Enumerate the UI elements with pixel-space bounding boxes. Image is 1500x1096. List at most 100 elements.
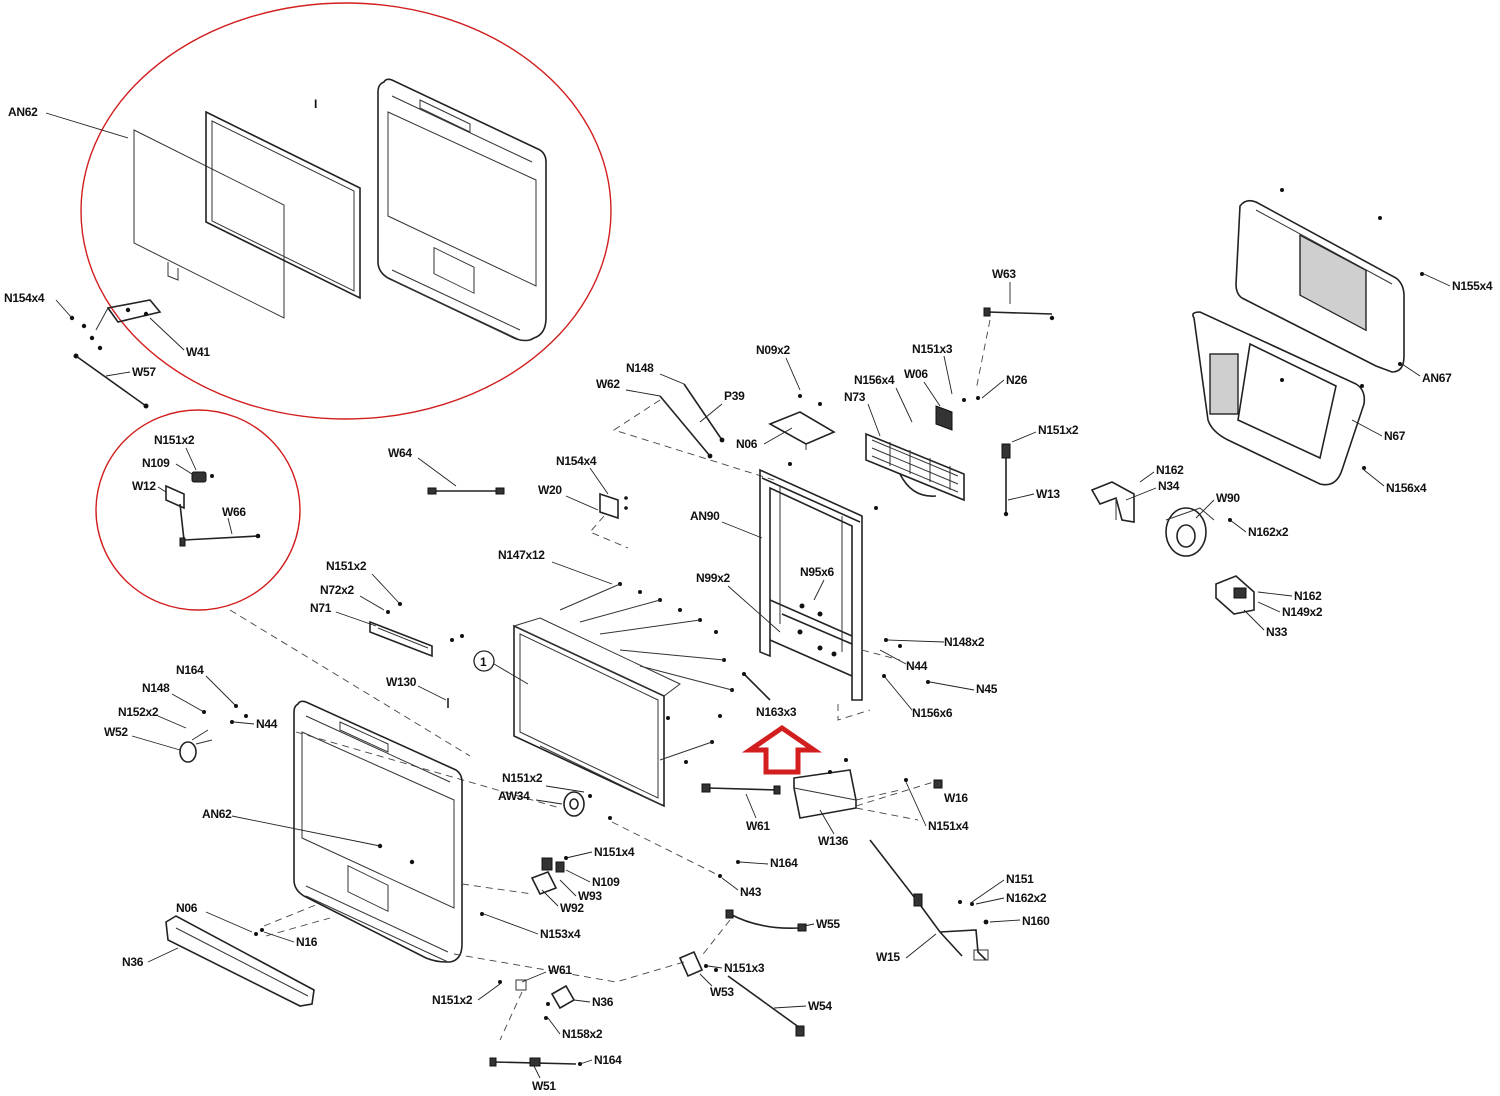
trim-bar-n36 xyxy=(165,915,315,1007)
label-n151x2-b: N151x2 xyxy=(1038,423,1079,437)
label-an62-bottom: AN62 xyxy=(202,807,232,821)
board-w136 xyxy=(793,758,857,819)
cable-w13 xyxy=(1001,443,1011,517)
callout-1: 1 xyxy=(473,650,529,685)
label-an90: AN90 xyxy=(690,509,720,523)
label-w54: W54 xyxy=(808,999,832,1013)
label-n33: N33 xyxy=(1266,625,1288,639)
label-n164-c: N164 xyxy=(594,1053,622,1067)
label-n163x3: N163x3 xyxy=(756,705,797,719)
fan-w90 xyxy=(1165,507,1232,557)
label-p39: P39 xyxy=(724,389,745,403)
label-n162-a: N162 xyxy=(1156,463,1184,477)
label-n156x4-b: N156x4 xyxy=(1386,481,1427,495)
console-housing-top xyxy=(377,78,547,342)
label-n95x6: N95x6 xyxy=(800,565,834,579)
cable-w61-mid xyxy=(701,783,781,795)
frame-an90 xyxy=(759,462,878,701)
label-n162-b: N162 xyxy=(1294,589,1322,603)
label-n151: N151 xyxy=(1006,872,1034,886)
label-n44-r: N44 xyxy=(906,659,928,673)
label-n72x2: N72x2 xyxy=(320,583,354,597)
display-assembly xyxy=(512,582,734,808)
label-n164-b: N164 xyxy=(770,856,798,870)
label-n153x4: N153x4 xyxy=(540,927,581,941)
label-n151x2-c: N151x2 xyxy=(326,559,367,573)
label-n151x2-e: N151x2 xyxy=(432,993,473,1007)
touch-panel-sheet xyxy=(133,129,285,319)
label-n149x2: N149x2 xyxy=(1282,605,1323,619)
label-w136: W136 xyxy=(818,834,849,848)
bar-n71 xyxy=(369,620,464,658)
label-w16: W16 xyxy=(944,791,968,805)
label-n151x2-a: N151x2 xyxy=(154,433,195,447)
label-w66: W66 xyxy=(222,505,246,519)
label-w90: W90 xyxy=(1216,491,1240,505)
label-w63-top: W63 xyxy=(992,267,1016,281)
speaker-n36 xyxy=(544,984,576,1020)
label-n155x4: N155x4 xyxy=(1452,279,1493,293)
label-w61-b: W61 xyxy=(548,963,572,977)
label-n148x2: N148x2 xyxy=(944,635,985,649)
cable-w66 xyxy=(179,503,261,547)
label-an67: AN67 xyxy=(1422,371,1452,385)
clip-w16 xyxy=(904,778,943,789)
cluster-w93 xyxy=(530,856,568,896)
cable-w55 xyxy=(725,909,807,932)
bracket-w20 xyxy=(599,492,628,520)
label-n152x2: N152x2 xyxy=(118,705,159,719)
label-w62: W62 xyxy=(596,377,620,391)
label-n73: N73 xyxy=(844,390,866,404)
label-n156x6: N156x6 xyxy=(912,706,953,720)
label-w93: W93 xyxy=(578,889,602,903)
label-w130: W130 xyxy=(386,675,417,689)
bracket-n34 xyxy=(1090,481,1135,523)
highlight-circle-sensor xyxy=(95,409,301,611)
label-n109-a: N109 xyxy=(142,456,170,470)
label-n06-bottom: N06 xyxy=(176,901,198,915)
svg-text:1: 1 xyxy=(480,655,487,669)
label-n151x3-top: N151x3 xyxy=(912,342,953,356)
label-n16: N16 xyxy=(296,935,318,949)
label-n43: N43 xyxy=(740,885,762,899)
label-n147x12: N147x12 xyxy=(498,548,545,562)
label-n162x2-b: N162x2 xyxy=(1006,891,1047,905)
label-n67: N67 xyxy=(1384,429,1406,443)
highlight-circle-console xyxy=(80,2,612,420)
label-n44-l: N44 xyxy=(256,717,278,731)
label-n36-b: N36 xyxy=(592,995,614,1009)
label-w15: W15 xyxy=(876,950,900,964)
label-n156x4-a: N156x4 xyxy=(854,373,895,387)
label-n164-a: N164 xyxy=(176,663,204,677)
cable-w64 xyxy=(427,487,505,495)
label-n151x4-b: N151x4 xyxy=(594,845,635,859)
cable-w57 xyxy=(73,353,149,409)
label-w53: W53 xyxy=(710,985,734,999)
bracket-n06 xyxy=(768,411,836,450)
label-n06-top: N06 xyxy=(736,437,758,451)
svg-text:I: I xyxy=(314,97,317,111)
speaker-aw34 xyxy=(563,791,612,820)
label-n154x4-mid: N154x4 xyxy=(556,454,597,468)
harness-w15 xyxy=(869,839,989,961)
label-n148-l: N148 xyxy=(142,681,170,695)
label-w06: W06 xyxy=(904,367,928,381)
label-w55: W55 xyxy=(816,917,840,931)
cable-w63-top xyxy=(983,307,1055,321)
display-screws xyxy=(559,582,734,764)
label-n154x4-top: N154x4 xyxy=(4,291,45,305)
label-n151x4-a: N151x4 xyxy=(928,819,969,833)
label-aw34: AW34 xyxy=(498,789,530,803)
label-n162x2-a: N162x2 xyxy=(1248,525,1289,539)
label-n151x2-d: N151x2 xyxy=(502,771,543,785)
highlight-arrow xyxy=(741,724,823,775)
label-n151x3-b: N151x3 xyxy=(724,961,765,975)
clip-w53 xyxy=(678,950,718,978)
label-an62-top: AN62 xyxy=(8,105,38,119)
label-n109-b: N109 xyxy=(592,875,620,889)
label-n71: N71 xyxy=(310,601,332,615)
label-n26: N26 xyxy=(1006,373,1028,387)
label-w20: W20 xyxy=(538,483,562,497)
label-w12: W12 xyxy=(132,479,156,493)
